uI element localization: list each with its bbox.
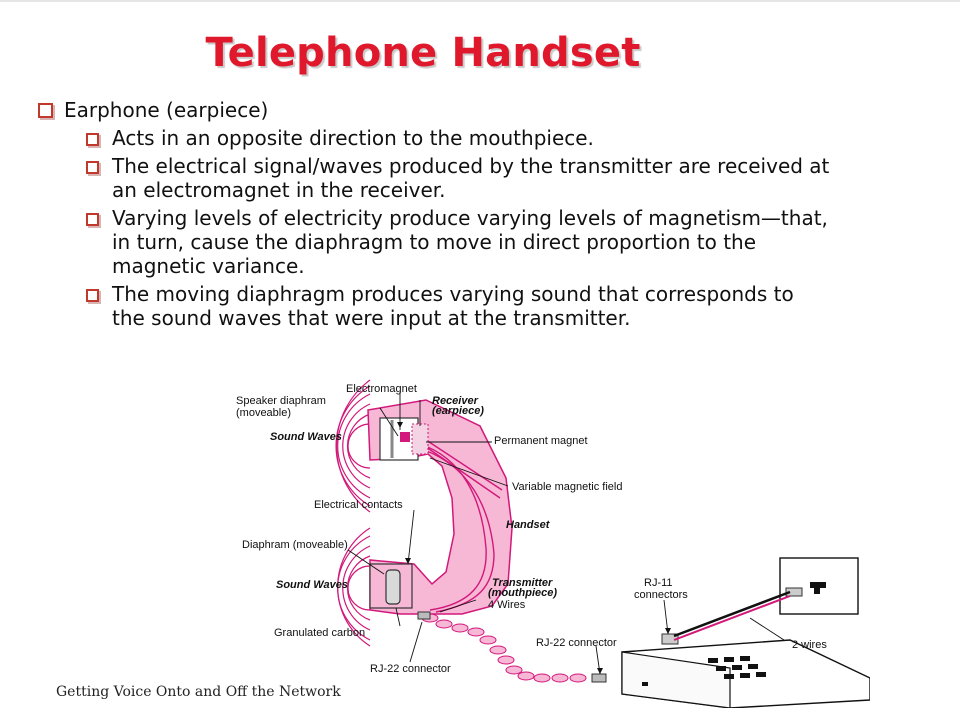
bullet-text: Earphone (earpiece) <box>64 98 269 122</box>
arrow-rj11-icon <box>665 628 671 634</box>
label-permanent-magnet: Permanent magnet <box>494 435 588 447</box>
bullet-list: Earphone (earpiece) Acts in an opposite … <box>36 98 866 330</box>
label-rj11-connectors: connectors <box>634 589 688 601</box>
bullet-box-icon <box>86 289 99 302</box>
rj22-plug-handset <box>417 611 431 620</box>
phone-base <box>621 639 870 708</box>
sub-bullet-4: The moving diaphragm produces varying so… <box>82 282 832 330</box>
sub-bullet-text: The electrical signal/waves produced by … <box>112 154 830 202</box>
bullet-earphone: Earphone (earpiece) <box>36 98 866 122</box>
sub-bullet-3: Varying levels of electricity produce va… <box>82 206 832 278</box>
wall-jack-socket-icon <box>810 582 826 594</box>
bullet-box-icon <box>86 133 99 146</box>
arrow-electromagnet-icon <box>397 422 403 428</box>
label-diaphram-moveable: Diaphram (moveable) <box>242 539 348 551</box>
sub-bullet-2: The electrical signal/waves produced by … <box>82 154 832 202</box>
rj11-connector-wall <box>785 587 803 597</box>
label-sound-waves-top: Sound Waves <box>270 431 342 443</box>
granulated-carbon-block <box>385 569 401 605</box>
label-handset: Handset <box>506 519 551 531</box>
sub-bullet-text: Varying levels of electricity produce va… <box>112 206 828 278</box>
bullet-box-icon <box>86 161 99 174</box>
label-rj11: RJ-11 <box>644 577 673 589</box>
arrow-contacts-icon <box>405 558 411 564</box>
phone-line-wire-2 <box>673 595 791 641</box>
bullet-box-icon <box>86 213 99 226</box>
label-earpiece: (earpiece) <box>432 405 484 417</box>
sound-waves-top <box>335 379 371 513</box>
rj22-plug-base <box>591 673 607 683</box>
label-sound-waves-bottom: Sound Waves <box>276 579 348 591</box>
sub-bullet-1: Acts in an opposite direction to the mou… <box>82 126 832 150</box>
sound-waves-bottom <box>337 527 371 647</box>
sub-bullet-text: The moving diaphragm produces varying so… <box>112 282 794 330</box>
handset-diagram: Electromagnet Speaker diaphram (moveable… <box>236 379 870 708</box>
label-electromagnet: Electromagnet <box>346 383 417 395</box>
slide-footer: Getting Voice Onto and Off the Network <box>56 684 341 700</box>
top-border <box>0 0 960 2</box>
label-speaker-diaphram: Speaker diaphram <box>236 395 326 407</box>
label-electrical-contacts: Electrical contacts <box>314 499 403 511</box>
coiled-cord <box>421 613 587 683</box>
label-granulated-carbon: Granulated carbon <box>274 627 365 639</box>
sub-bullet-text: Acts in an opposite direction to the mou… <box>112 126 594 150</box>
label-mouthpiece: (mouthpiece) <box>488 587 557 599</box>
label-rj22-right: RJ-22 connector <box>536 637 617 649</box>
label-two-wires: 2 wires <box>792 639 827 651</box>
label-variable-field: Variable magnetic field <box>512 481 622 493</box>
slide-title: Telephone Handset <box>205 30 641 76</box>
electromagnet-block <box>400 432 410 442</box>
label-transmitter: Transmitter <box>492 577 553 589</box>
permanent-magnet-block <box>411 423 429 455</box>
label-four-wires: 4 Wires <box>488 599 526 611</box>
arrow-rj22-icon <box>597 668 603 674</box>
leader-lines <box>347 392 785 675</box>
label-receiver: Receiver <box>432 395 479 407</box>
label-speaker-moveable: (moveable) <box>236 407 291 419</box>
bullet-box-icon <box>38 103 53 118</box>
handset-wires <box>415 435 503 613</box>
label-rj22-bottom: RJ-22 connector <box>370 663 451 675</box>
phone-line-wire <box>673 590 791 638</box>
